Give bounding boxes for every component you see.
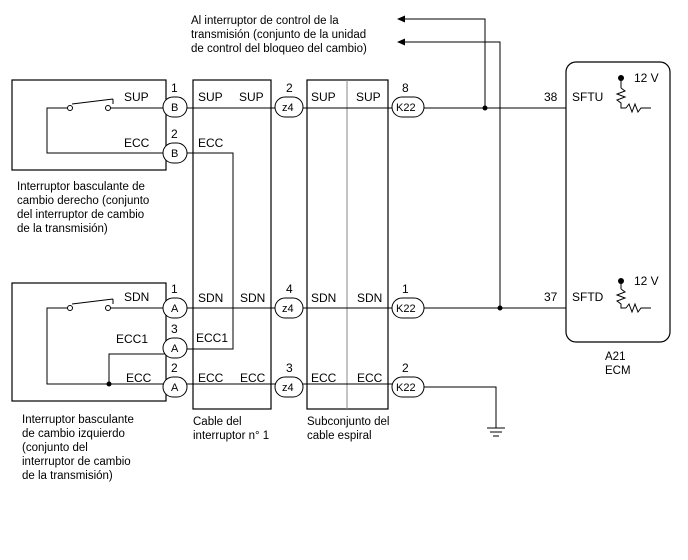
svg-text:A: A	[171, 343, 179, 355]
arrow-note: Al interruptor de control de la transmis…	[191, 15, 367, 55]
ecm-wires	[424, 105, 566, 428]
connector-k22-ecc: 2 K22	[391, 361, 425, 398]
left-switch-term-ecc1: ECC1	[116, 332, 148, 346]
connector-a-pin2: 2 A	[162, 361, 188, 398]
svg-text:3: 3	[286, 361, 293, 375]
ecm-signal-sftd: SFTD	[572, 290, 604, 304]
connector-k22-sup: 8 K22	[391, 81, 425, 118]
ecm-pullup-resistor-upper	[615, 75, 651, 114]
ecm-box	[565, 61, 671, 343]
right-switch-contacts	[46, 98, 120, 154]
cable1-box	[192, 79, 272, 410]
spiral-left-sdn: SDN	[311, 291, 336, 305]
left-switch-caption: Interruptor basculante de cambio izquier…	[22, 414, 134, 482]
svg-text:z4: z4	[282, 382, 294, 394]
cable1-left-sdn: SDN	[198, 291, 223, 305]
arrow-note-line3: de control del bloqueo del cambio)	[191, 43, 367, 55]
cable1-left-ecc: ECC	[198, 136, 224, 150]
right-switch-box	[11, 79, 167, 171]
arrow-wire-bottom	[400, 41, 501, 308]
ecm-signal-sftu: SFTU	[572, 90, 603, 104]
spiral-right-sup: SUP	[356, 90, 381, 104]
arrow-note-line2: transmisión (conjunto de la unidad	[191, 29, 366, 41]
ecm-name: ECM	[605, 365, 631, 377]
connector-a-pin1: 1 A	[162, 282, 188, 319]
connector-k22-sdn: 1 K22	[391, 282, 425, 319]
cable1-right-sup: SUP	[239, 90, 264, 104]
ecm-pullup-resistor-lower	[615, 278, 651, 314]
arrow-head-icon	[397, 15, 405, 23]
svg-text:z4: z4	[282, 303, 294, 315]
spiral-caption: Subconjunto del cable espiral	[307, 416, 389, 442]
svg-text:K22: K22	[396, 382, 416, 394]
svg-text:1: 1	[171, 81, 178, 95]
spiral-right-sdn: SDN	[357, 291, 382, 305]
ecm-code: A21	[605, 351, 625, 363]
svg-text:1: 1	[171, 282, 178, 296]
ecm-pin-38: 38	[544, 90, 558, 104]
svg-text:Interruptor basculante de: Interruptor basculante de	[17, 181, 145, 193]
svg-text:4: 4	[286, 282, 293, 296]
svg-text:8: 8	[402, 81, 409, 95]
connector-z4-ecc: 3 z4	[274, 361, 304, 398]
spiral-wiring	[303, 107, 392, 385]
svg-text:A: A	[171, 382, 179, 394]
arrow-head-icon	[397, 38, 405, 46]
svg-text:1: 1	[402, 282, 409, 296]
svg-text:K22: K22	[396, 102, 416, 114]
cable1-caption: Cable del interruptor n° 1	[193, 416, 269, 442]
ecm-pin-37: 37	[544, 290, 558, 304]
spiral-left-sup: SUP	[311, 90, 336, 104]
svg-text:2: 2	[171, 127, 178, 141]
right-switch-term-sup: SUP	[124, 90, 149, 104]
svg-text:cambio derecho (conjunto: cambio derecho (conjunto	[17, 195, 149, 207]
svg-text:2: 2	[171, 361, 178, 375]
svg-text:de la transmisión): de la transmisión)	[22, 470, 113, 482]
left-switch-contacts	[46, 298, 120, 387]
arrow-wire-top	[400, 18, 486, 108]
cable1-left-ecc: ECC	[198, 371, 224, 385]
connector-z4-sup: 2 z4	[274, 81, 304, 118]
svg-text:2: 2	[402, 361, 409, 375]
right-switch-caption: Interruptor basculante de cambio derecho…	[17, 181, 149, 235]
svg-text:interruptor de cambio: interruptor de cambio	[22, 456, 131, 468]
cable1-right-sdn: SDN	[240, 291, 265, 305]
cable1-wiring	[187, 107, 275, 385]
cable1-left-ecc1: ECC1	[196, 331, 228, 345]
svg-text:K22: K22	[396, 303, 416, 315]
left-switch-term-sdn: SDN	[124, 290, 149, 304]
svg-text:del interruptor de cambio: del interruptor de cambio	[17, 209, 144, 221]
right-switch-term-ecc: ECC	[124, 136, 150, 150]
left-switch-term-ecc: ECC	[126, 371, 152, 385]
svg-text:(conjunto del: (conjunto del	[22, 442, 88, 454]
svg-text:de cambio izquierdo: de cambio izquierdo	[22, 428, 125, 440]
svg-text:Cable del: Cable del	[193, 416, 242, 428]
cable1-right-ecc: ECC	[240, 371, 266, 385]
svg-text:de la transmisión): de la transmisión)	[17, 223, 108, 235]
arrow-note-line1: Al interruptor de control de la	[191, 15, 339, 27]
connector-b-pin1: 1 B	[162, 81, 188, 118]
ecm-voltage-lower: 12 V	[634, 274, 659, 288]
connector-b-pin2: 2 B	[162, 127, 188, 164]
svg-text:2: 2	[286, 81, 293, 95]
svg-text:Subconjunto del: Subconjunto del	[307, 416, 389, 428]
svg-text:3: 3	[171, 322, 178, 336]
svg-text:interruptor n° 1: interruptor n° 1	[193, 430, 269, 442]
svg-text:B: B	[171, 148, 178, 160]
svg-text:z4: z4	[282, 102, 294, 114]
ecm-voltage-upper: 12 V	[634, 71, 659, 85]
svg-text:A: A	[171, 303, 179, 315]
cable1-left-sup: SUP	[198, 90, 223, 104]
svg-text:cable espiral: cable espiral	[307, 430, 372, 442]
svg-text:Interruptor basculante: Interruptor basculante	[22, 414, 134, 426]
spiral-right-ecc: ECC	[357, 371, 383, 385]
connector-z4-sdn: 4 z4	[274, 282, 304, 319]
connector-a-pin3: 3 A	[162, 322, 188, 359]
ground-icon	[487, 427, 505, 437]
svg-text:B: B	[171, 102, 178, 114]
spiral-left-ecc: ECC	[311, 371, 337, 385]
